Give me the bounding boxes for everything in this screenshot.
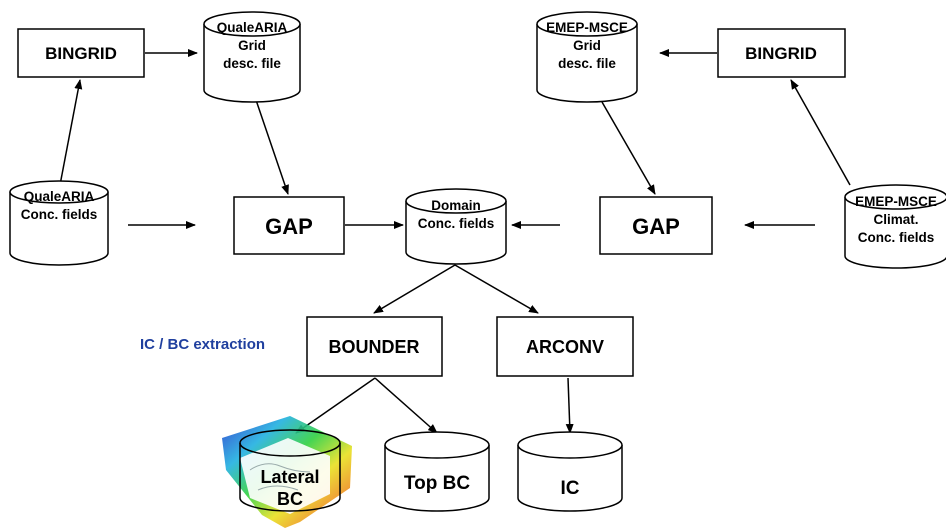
cylinder-emep-grid: EMEP-MSCE Grid desc. file: [536, 11, 638, 103]
cylinder-ic: IC: [517, 431, 623, 512]
cylinder-qualearia-conc: QualeARIA Conc. fields: [9, 180, 109, 266]
arrow-domain-to-arconv: [454, 264, 539, 314]
cylinder-emep-conc: EMEP-MSCE Climat. Conc. fields: [844, 184, 946, 269]
qualearia-grid-line3: desc. file: [223, 56, 281, 71]
bingrid-right-label: BINGRID: [745, 44, 817, 63]
arrow-bounder-to-lateral: [295, 377, 376, 434]
lateral-bc-line2: BC: [277, 489, 303, 509]
box-gap-left: GAP: [233, 196, 345, 255]
qualearia-conc-line2: Conc. fields: [21, 207, 98, 222]
ic-label: IC: [561, 478, 580, 499]
bounder-label: BOUNDER: [328, 337, 419, 357]
cylinder-domain-conc: Domain Conc. fields: [405, 188, 507, 265]
box-bounder: BOUNDER: [306, 316, 443, 377]
box-bingrid-right: BINGRID: [717, 28, 846, 78]
arrow-qualearia-grid-to-gap: [255, 99, 289, 195]
cylinder-top-bc: Top BC: [384, 431, 490, 512]
gap-right-label: GAP: [632, 214, 680, 239]
arrow-emep-grid-to-gap-right: [601, 101, 656, 195]
box-arconv: ARCONV: [496, 316, 634, 377]
lateral-bc-line1: Lateral: [260, 467, 319, 487]
domain-conc-line2: Conc. fields: [418, 216, 495, 231]
arconv-label: ARCONV: [526, 337, 604, 357]
qualearia-conc-line1: QualeARIA: [24, 189, 95, 204]
qualearia-grid-line1: QualeARIA: [217, 20, 288, 35]
ic-bc-extraction-caption: IC / BC extraction: [140, 336, 266, 353]
arrow-domain-to-bounder: [373, 264, 456, 314]
arrows: [59, 49, 851, 434]
arrow-emep-conc-to-bingrid-right: [790, 79, 851, 186]
lateral-bc-field-image: [222, 416, 352, 528]
box-bingrid-left: BINGRID: [17, 28, 145, 78]
emep-grid-line2: Grid: [573, 38, 601, 53]
bingrid-left-label: BINGRID: [45, 44, 117, 63]
emep-conc-line3: Conc. fields: [858, 230, 935, 245]
emep-conc-line1: EMEP-MSCE: [855, 194, 937, 209]
emep-conc-line2: Climat.: [873, 212, 918, 227]
qualearia-grid-line2: Grid: [238, 38, 266, 53]
arrow-qualearia-conc-to-bingrid: [59, 79, 83, 186]
emep-grid-line1: EMEP-MSCE: [546, 20, 628, 35]
box-gap-right: GAP: [599, 196, 713, 255]
cylinder-qualearia-grid: QualeARIA Grid desc. file: [203, 11, 301, 103]
emep-grid-line3: desc. file: [558, 56, 616, 71]
arrow-bounder-to-topbc: [374, 377, 438, 434]
cylinder-lateral-bc: Lateral BC: [239, 429, 341, 512]
arrow-arconv-to-ic: [565, 377, 574, 434]
domain-conc-line1: Domain: [431, 198, 481, 213]
top-bc-label: Top BC: [404, 473, 470, 494]
gap-left-label: GAP: [265, 214, 313, 239]
